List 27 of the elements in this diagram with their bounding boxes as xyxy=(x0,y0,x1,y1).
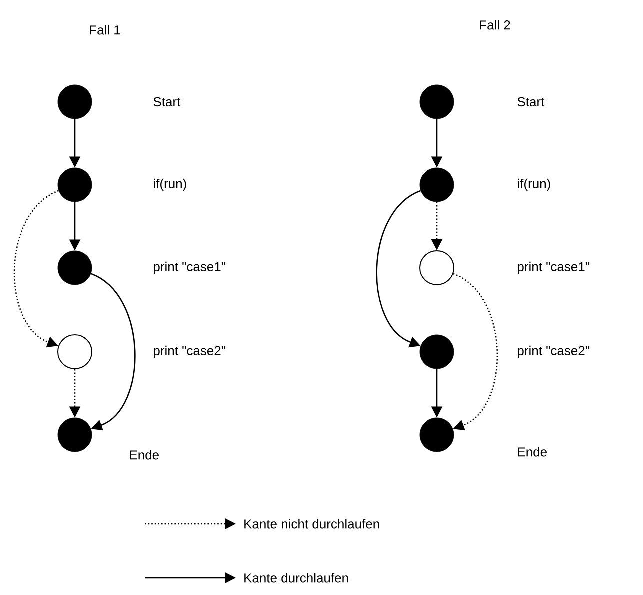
node-circle xyxy=(420,334,454,370)
arrow xyxy=(453,273,498,431)
node-circle xyxy=(420,250,454,286)
step-label: print "case1" xyxy=(518,262,590,274)
step-label: if(run) xyxy=(518,178,550,192)
node-circle xyxy=(58,418,92,452)
step-label: print "case2" xyxy=(154,346,226,358)
step-label: Ende xyxy=(130,450,159,460)
case-title: Fall 1 xyxy=(90,25,120,35)
node-circle xyxy=(420,84,454,120)
arrow xyxy=(376,190,422,348)
step-label: Ende xyxy=(518,447,547,457)
node-circle xyxy=(420,418,454,452)
step-label: print "case2" xyxy=(518,346,590,358)
step-label: Start xyxy=(154,97,181,107)
node-circle xyxy=(420,168,454,202)
legend-label: Kante nicht durchlaufen xyxy=(244,519,380,529)
node-circle xyxy=(58,250,92,286)
node-circle xyxy=(58,84,92,120)
step-label: print "case1" xyxy=(154,262,226,274)
case-title: Fall 2 xyxy=(480,20,510,30)
step-label: Start xyxy=(518,97,545,107)
node-circle xyxy=(58,334,92,370)
legend-label: Kante durchlaufen xyxy=(244,573,348,583)
node-circle xyxy=(58,168,92,202)
step-label: if(run) xyxy=(154,178,186,192)
arrow xyxy=(90,273,136,431)
